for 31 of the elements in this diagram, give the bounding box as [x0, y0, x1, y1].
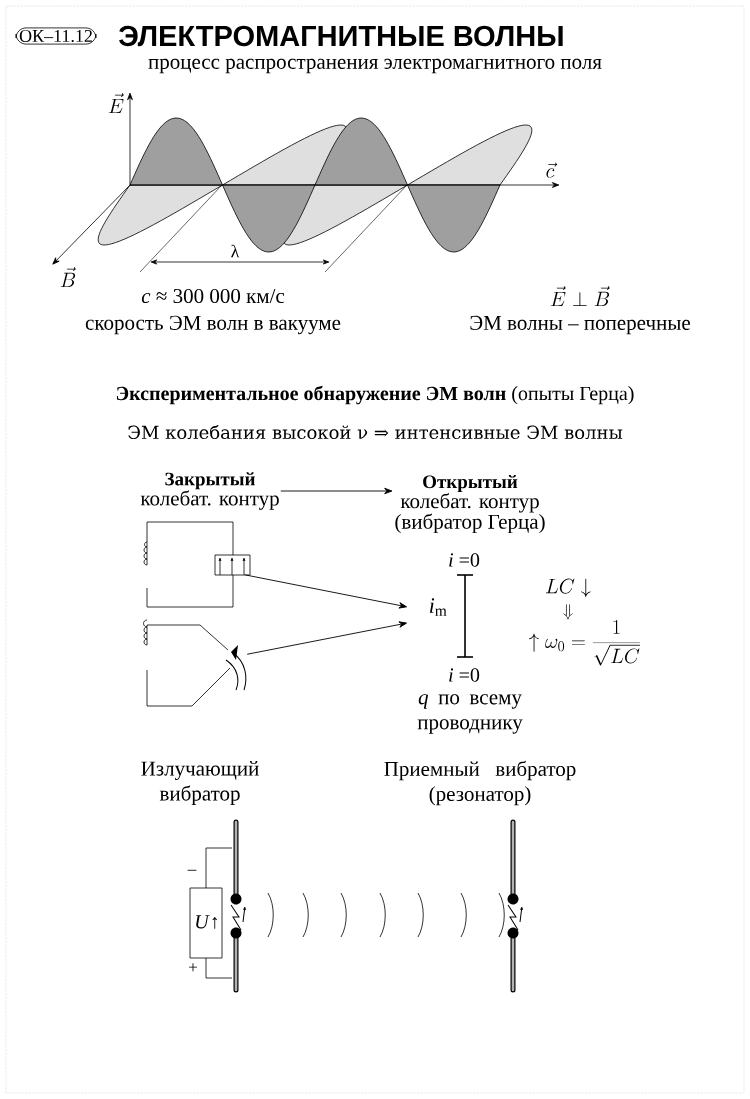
voltage-label: U↑: [196, 915, 218, 929]
arrow: [246, 621, 407, 655]
axis-label: $\vec{E}$: [108, 93, 124, 113]
current-label: i$_{m}$: [429, 598, 447, 616]
arrow: [244, 574, 407, 609]
axis-label: $\vec{B}$: [60, 267, 76, 287]
note-text: ЭМ волны – поперечные: [470, 315, 690, 335]
note-text: ЭМ колебания высокой ν ⇒ интенсивные ЭМ волны: [128, 424, 623, 440]
wavelength-label: λ: [231, 244, 240, 258]
note-text: скорость ЭМ волн в вакууме: [85, 315, 341, 335]
formula: $\Downarrow$: [563, 604, 573, 620]
current-label: i =0: [449, 553, 480, 567]
circuit-caption: Закрытый колебат. контур: [140, 472, 279, 510]
polarity-sign: –: [187, 869, 197, 871]
circuit-drawing: [143, 521, 251, 608]
circuit-drawing: [143, 619, 247, 707]
arrow: [280, 487, 393, 495]
current-label: i =0: [449, 668, 480, 682]
axis-label: $\vec{c}$: [546, 162, 558, 178]
caption-text: Излучающий вибратор: [141, 761, 259, 805]
title: ЭЛЕКТРОМАГНИТНЫЕ ВОЛНЫ: [118, 25, 563, 47]
formula: $LC\downarrow$: [546, 578, 591, 598]
perpendicular-formula: $\vec{E}\perp\vec{B}$: [550, 286, 610, 306]
badge: ОК–11.12: [15, 27, 97, 45]
circuit-caption: Открытый колебат. контур (вибратор Герца): [395, 474, 545, 534]
section-heading: Экспериментальное обнаружение ЭМ волн (опыты Герца): [116, 385, 634, 405]
caption-text: Приемный вибратор (резонатор): [384, 760, 576, 806]
subtitle: процесс распространения электромагнитного поля: [148, 58, 602, 74]
formula: $\uparrow\omega_0=\frac{1}{\sqrt{LC}}$: [529, 620, 640, 666]
speed-formula: c ≈ 300 000 км/с: [141, 288, 285, 304]
polarity-sign: +: [189, 963, 197, 972]
